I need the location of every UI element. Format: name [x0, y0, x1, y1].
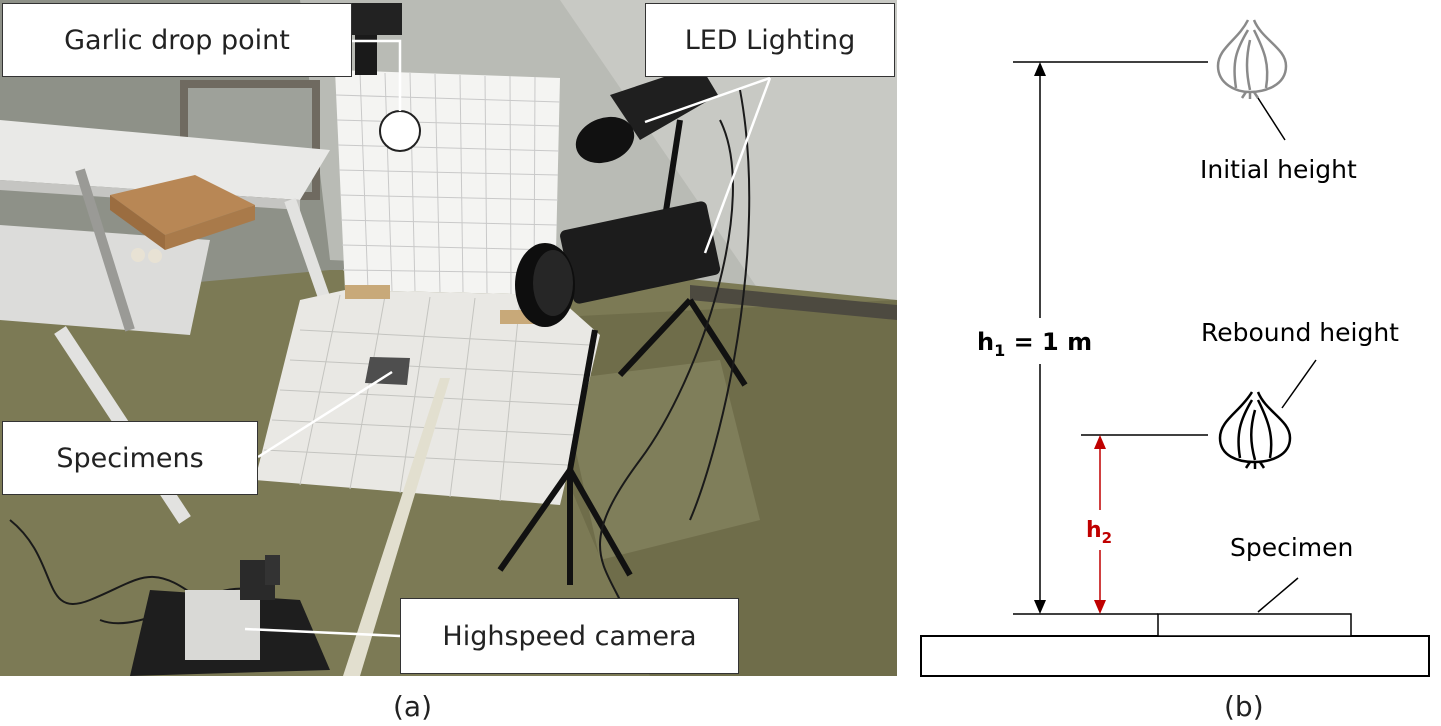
specimen-label: Specimen: [1230, 533, 1353, 562]
panel-a-caption: (a): [393, 690, 433, 723]
garlic-initial-icon: [1216, 19, 1288, 99]
initial-height-label: Initial height: [1200, 155, 1357, 184]
h2-label: h2: [1086, 518, 1112, 547]
photo-panel: Garlic drop point LED Lighting Specimens…: [0, 0, 897, 676]
drop-point-marker: [379, 110, 421, 152]
rebound-schematic: h1 = 1 m h2 Initial height Rebound heigh…: [920, 19, 1430, 677]
specimen-block: [1157, 613, 1352, 637]
panel-b-caption: (b): [1224, 690, 1264, 723]
ground-base: [920, 635, 1430, 677]
drop-point-callout: Garlic drop point: [2, 3, 352, 77]
rebound-height-label: Rebound height: [1201, 318, 1399, 347]
h1-label: h1 = 1 m: [977, 328, 1092, 360]
highspeed-camera-callout: Highspeed camera: [400, 598, 739, 674]
garlic-rebound-icon: [1218, 391, 1292, 469]
lab-setup-photo: [0, 0, 897, 676]
led-lighting-callout: LED Lighting: [645, 3, 895, 77]
specimens-callout: Specimens: [2, 421, 258, 495]
